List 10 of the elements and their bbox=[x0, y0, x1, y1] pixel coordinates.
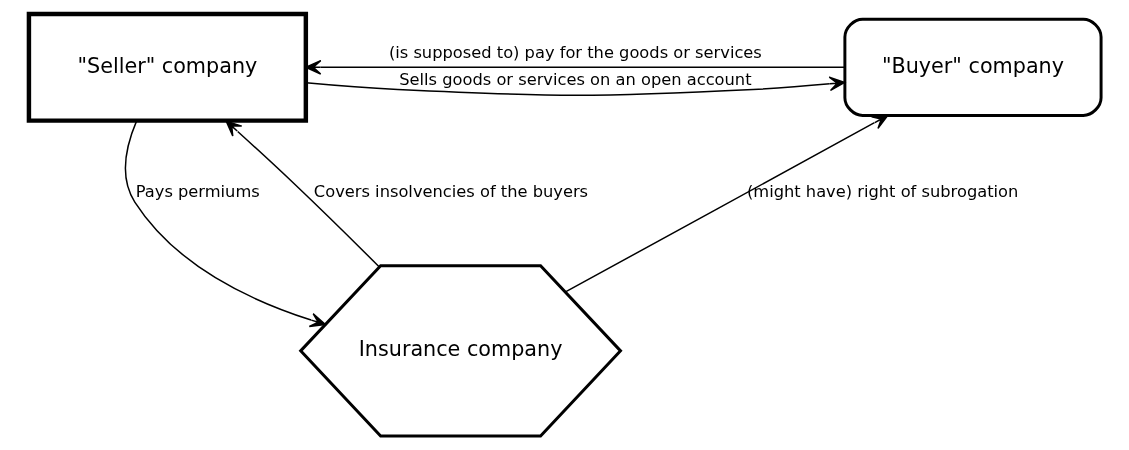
edge-label: Sells goods or services on an open account bbox=[398, 69, 752, 89]
arrow bbox=[564, 114, 889, 293]
edge-label: (is supposed to) pay for the goods or services bbox=[388, 43, 762, 63]
edge-label: (might have) right of subrogation bbox=[746, 182, 1018, 202]
arrow bbox=[225, 120, 380, 268]
node-box: "Buyer" company bbox=[842, 17, 1103, 117]
edge-label: Pays permiums bbox=[135, 182, 260, 202]
arrow bbox=[124, 119, 326, 328]
node-box: "Seller" company bbox=[26, 11, 308, 123]
edge-label: Covers insolvencies of the buyers bbox=[313, 182, 588, 202]
